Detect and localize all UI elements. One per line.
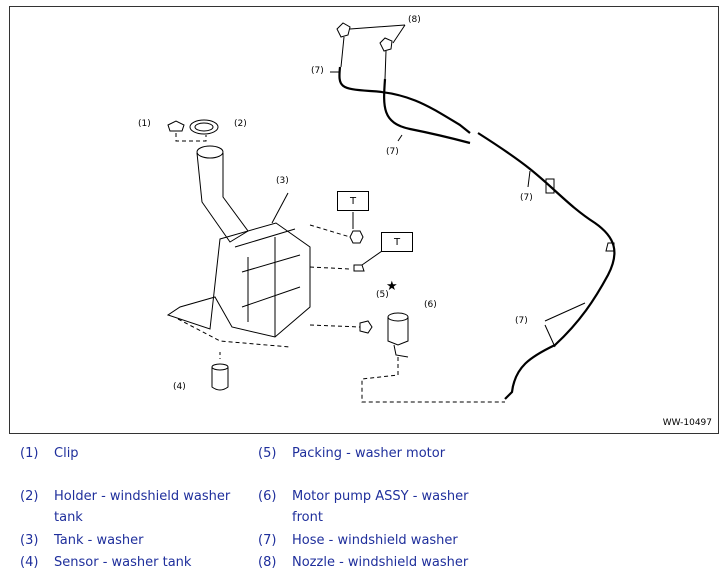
bolt-upper-shape: [349, 230, 364, 244]
callout-8: (8): [408, 15, 421, 25]
callout-7-lower: (7): [515, 316, 528, 326]
nozzle-right-shape: [379, 37, 393, 52]
hose-middle-shape: [383, 78, 471, 145]
callout-7-middle: (7): [386, 147, 399, 157]
figure-id: WW-10497: [662, 418, 712, 428]
motor-pump-top: [387, 312, 409, 322]
tank-dashed-guide: [177, 318, 291, 348]
bolt-lower-shape: [353, 264, 365, 272]
diagram-drawing: [166, 22, 616, 403]
callout-7b-leader: [397, 134, 403, 142]
clip-dashed-link: [175, 133, 207, 142]
callout-7d-leader: [544, 302, 586, 348]
sensor-body: [211, 367, 229, 391]
star-mark: ★: [386, 279, 398, 294]
callout-3: (3): [276, 176, 289, 186]
callout-4: (4): [173, 382, 186, 392]
callout-1: (1): [138, 119, 151, 129]
pump-dashed-guide: [361, 357, 505, 403]
hose-lower-shape: [477, 132, 616, 400]
callout-6: (6): [424, 300, 437, 310]
nozzle-left-stem: [340, 36, 345, 68]
nozzle-left-shape: [336, 22, 351, 38]
callout-7c-leader: [527, 170, 531, 188]
nozzle-right-stem: [384, 50, 387, 80]
hose-clip: [605, 242, 615, 252]
holder-ring-inner: [194, 122, 214, 132]
torque-box-upper: T: [337, 191, 369, 211]
callout-7-upper: (7): [311, 66, 324, 76]
exploded-diagram: (8) (7) (7) (7) (7) (1) (2) (3) (4) (5) …: [9, 6, 719, 434]
packing-dashed-guide: [309, 324, 361, 328]
torque-box-lower: T: [381, 232, 413, 252]
motor-pump-outlet: [393, 344, 409, 358]
clip-shape: [167, 120, 185, 132]
callout-7-right: (7): [520, 193, 533, 203]
torque-leader-lower: [361, 250, 383, 266]
sensor-top: [211, 363, 229, 371]
callout-2: (2): [234, 119, 247, 129]
callout-8-leader: [349, 24, 406, 44]
callout-3-leader: [271, 192, 289, 224]
holder-ring-outer: [189, 119, 219, 135]
bolt-dashed-guides: [309, 224, 351, 270]
tank-filler-tube: [196, 152, 249, 243]
callout-5: (5): [376, 290, 389, 300]
hose-upper-shape: [338, 66, 471, 134]
tank-body-shape: [166, 222, 311, 338]
tank-filler-neck: [196, 145, 224, 159]
motor-pump-body: [387, 317, 409, 346]
hose-connector: [545, 178, 555, 194]
packing-shape: [359, 320, 373, 334]
tank-detail-lines: [234, 228, 301, 337]
